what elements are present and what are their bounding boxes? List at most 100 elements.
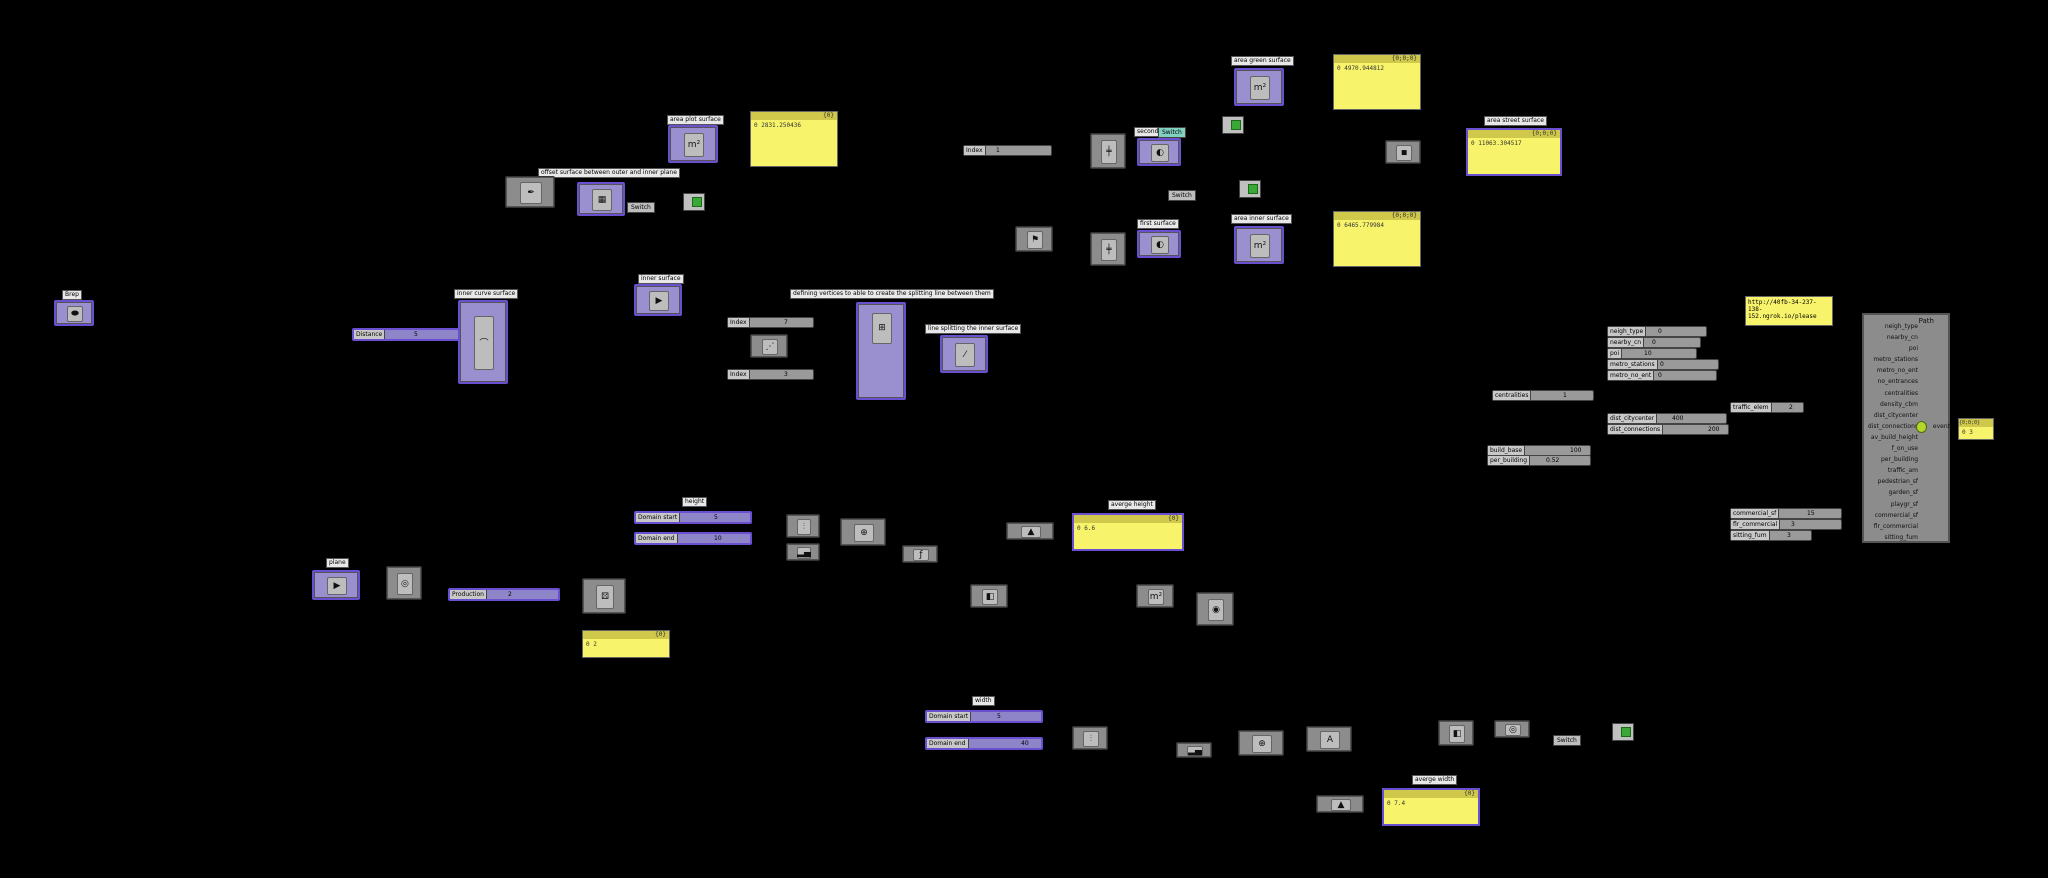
component-input-16[interactable]: playgr_sf xyxy=(1890,500,1918,508)
domain-start-height[interactable]: Domain start 5 xyxy=(634,511,752,524)
domain-component-w[interactable]: ⫶ xyxy=(1072,726,1108,750)
metro-no-ent-slider[interactable]: metro_no_ent 0 xyxy=(1607,370,1717,381)
boolean-preview-1[interactable] xyxy=(683,193,705,211)
component-input-7[interactable]: density_cbm xyxy=(1880,400,1918,408)
list-item-components[interactable]: ⊞ xyxy=(856,302,906,400)
area-component-green[interactable]: m² xyxy=(1234,68,1284,106)
toggle-switch-1[interactable]: Switch xyxy=(627,202,655,213)
domain-end-height[interactable]: Domain end 10 xyxy=(634,532,752,545)
component-input-10[interactable]: av_build_height xyxy=(1870,433,1918,441)
reverse-component[interactable]: ⚑ xyxy=(1015,226,1053,252)
brep-param[interactable]: ⬬ xyxy=(54,300,94,326)
sum-component[interactable]: ◾ xyxy=(1385,140,1421,164)
evaluate-component-w[interactable]: ◎ xyxy=(1494,720,1530,738)
slider-value: 200 xyxy=(1708,426,1720,433)
pen-icon: ✒ xyxy=(520,182,542,204)
cull-component-w[interactable]: ⊕ xyxy=(1238,730,1284,756)
evaluate-component[interactable]: ◎ xyxy=(386,566,422,600)
deconstruct-component-w[interactable]: ◧ xyxy=(1438,720,1474,746)
panel-area-plot[interactable]: {0} 0 2831.250436 xyxy=(750,111,838,167)
toggle-switch-3[interactable]: Switch xyxy=(1168,190,1196,201)
random-component-w[interactable]: ▂▄ xyxy=(1176,742,1212,758)
panel-average-width[interactable]: {0} 0 7.4 xyxy=(1382,788,1480,826)
line-component[interactable]: ✒ xyxy=(505,176,555,208)
component-input-12[interactable]: per_building xyxy=(1881,456,1918,464)
boundary-surface-component[interactable]: ▶ xyxy=(634,284,682,316)
boolean-preview-2[interactable] xyxy=(1222,116,1244,134)
expression-component[interactable]: ƒ xyxy=(902,545,938,563)
plane-component[interactable]: ▶ xyxy=(312,570,360,600)
dist-citycenter-slider[interactable]: dist_citycenter 400 xyxy=(1607,413,1727,424)
area-component-inner[interactable]: m² xyxy=(1234,226,1284,264)
domain-component-h[interactable]: ⫶ xyxy=(786,514,820,538)
slider-label: Production xyxy=(450,590,487,599)
panel-value: 0 11063.304517 xyxy=(1471,140,1522,147)
deconstruct-component[interactable]: ◧ xyxy=(970,584,1008,608)
component-input-1[interactable]: nearby_cn xyxy=(1886,334,1918,342)
boolean-preview-3[interactable] xyxy=(1239,180,1261,198)
panel-area-green[interactable]: {0;0;0} 0 4970.944812 xyxy=(1333,54,1421,110)
point-component[interactable]: ◉ xyxy=(1196,592,1234,626)
index-slider-1[interactable]: Index 1 xyxy=(963,145,1052,156)
vertices-component[interactable]: ⋰ xyxy=(750,334,788,358)
nearby-cn-slider[interactable]: nearby_cn 0 xyxy=(1607,337,1701,348)
average-component-h[interactable]: ▲ xyxy=(1006,522,1054,540)
random-component-p[interactable]: ⚄ xyxy=(582,578,626,614)
panel-area-street[interactable]: {0;0;0} 0 11063.304517 xyxy=(1466,128,1562,176)
random-component-h[interactable]: ▂▄ xyxy=(786,543,820,561)
domain-start-width[interactable]: Domain start 5 xyxy=(925,710,1043,723)
url-panel[interactable]: http://40fb-34-237-138-152.ngrok.io/plea… xyxy=(1745,296,1833,326)
component-input-13[interactable]: traffic_am xyxy=(1887,467,1918,475)
neigh-type-slider[interactable]: neigh_type 0 xyxy=(1607,326,1707,337)
area-component-plot[interactable]: m² xyxy=(668,125,718,163)
offset-curve-component[interactable]: ⌒ xyxy=(458,300,508,384)
panel-average-height[interactable]: {0} 0 6.6 xyxy=(1072,513,1184,551)
panel-area-inner[interactable]: {0;0;0} 0 6465.779984 xyxy=(1333,211,1421,267)
domain-end-width[interactable]: Domain end 40 xyxy=(925,737,1043,750)
sitting-fum-slider[interactable]: sitting_fum 3 xyxy=(1730,530,1812,541)
component-input-19[interactable]: sitting_fum xyxy=(1884,533,1918,541)
centralities-slider[interactable]: centralities 1 xyxy=(1492,390,1594,401)
component-input-2[interactable]: poi xyxy=(1908,345,1918,353)
metro-stations-slider[interactable]: metro_stations 0 xyxy=(1607,359,1719,370)
list-item-component-b[interactable]: ╪ xyxy=(1090,232,1126,266)
cull-component-h[interactable]: ⊕ xyxy=(840,518,886,546)
flr-commercial-slider[interactable]: flr_commercial 3 xyxy=(1730,519,1842,530)
component-input-14[interactable]: pedestrian_sf xyxy=(1877,478,1918,486)
component-input-4[interactable]: metro_no_ent xyxy=(1876,367,1918,375)
area-component-small[interactable]: m² xyxy=(1136,584,1174,608)
component-input-9[interactable]: dist_connections xyxy=(1867,422,1918,430)
production-slider[interactable]: Production 2 xyxy=(448,588,560,601)
traffic-elem-slider[interactable]: traffic_elem 2 xyxy=(1730,402,1804,413)
surface-component[interactable]: ▦ xyxy=(577,182,625,216)
toggle-switch-4[interactable]: Switch xyxy=(1553,735,1581,746)
component-input-17[interactable]: commercial_sf xyxy=(1874,511,1918,519)
component-input-11[interactable]: f_on_use xyxy=(1891,445,1918,453)
text-component-w[interactable]: A xyxy=(1306,726,1352,752)
commercial-slider[interactable]: commercial_sf 15 xyxy=(1730,508,1842,519)
line-split-component[interactable]: ⁄ xyxy=(940,335,988,373)
panel-plane-output[interactable]: {0} 0 2 xyxy=(582,630,670,658)
component-input-6[interactable]: centralities xyxy=(1884,389,1918,397)
component-input-8[interactable]: dist_citycenter xyxy=(1873,411,1918,419)
index-slider-7[interactable]: Index 7 xyxy=(727,317,814,328)
per-building-slider[interactable]: per_building 0.52 xyxy=(1487,455,1591,466)
cull-icon: ⊕ xyxy=(854,523,874,543)
panel-output-event[interactable]: {0;0;0} 0 3 xyxy=(1958,418,1994,440)
component-input-5[interactable]: no_entrances xyxy=(1877,378,1918,386)
component-input-18[interactable]: flr_commercial xyxy=(1873,522,1918,530)
list-item-component-a[interactable]: ╪ xyxy=(1090,133,1126,169)
distance-slider[interactable]: Distance 5 xyxy=(352,328,462,341)
split-brep-second[interactable]: ◐ xyxy=(1137,138,1181,166)
poi-slider[interactable]: poi 10 xyxy=(1607,348,1697,359)
component-input-15[interactable]: garden_sf xyxy=(1888,489,1918,497)
component-input-0[interactable]: neigh_type xyxy=(1884,323,1918,330)
split-brep-first[interactable]: ◐ xyxy=(1137,230,1181,258)
average-component-w[interactable]: ▲ xyxy=(1316,795,1364,813)
boolean-preview-4[interactable] xyxy=(1612,723,1634,741)
index-slider-3[interactable]: Index 3 xyxy=(727,369,814,380)
toggle-switch-2[interactable]: Switch xyxy=(1158,127,1186,138)
dist-connections-slider[interactable]: dist_connections 200 xyxy=(1607,424,1729,435)
component-input-3[interactable]: metro_stations xyxy=(1873,356,1918,364)
